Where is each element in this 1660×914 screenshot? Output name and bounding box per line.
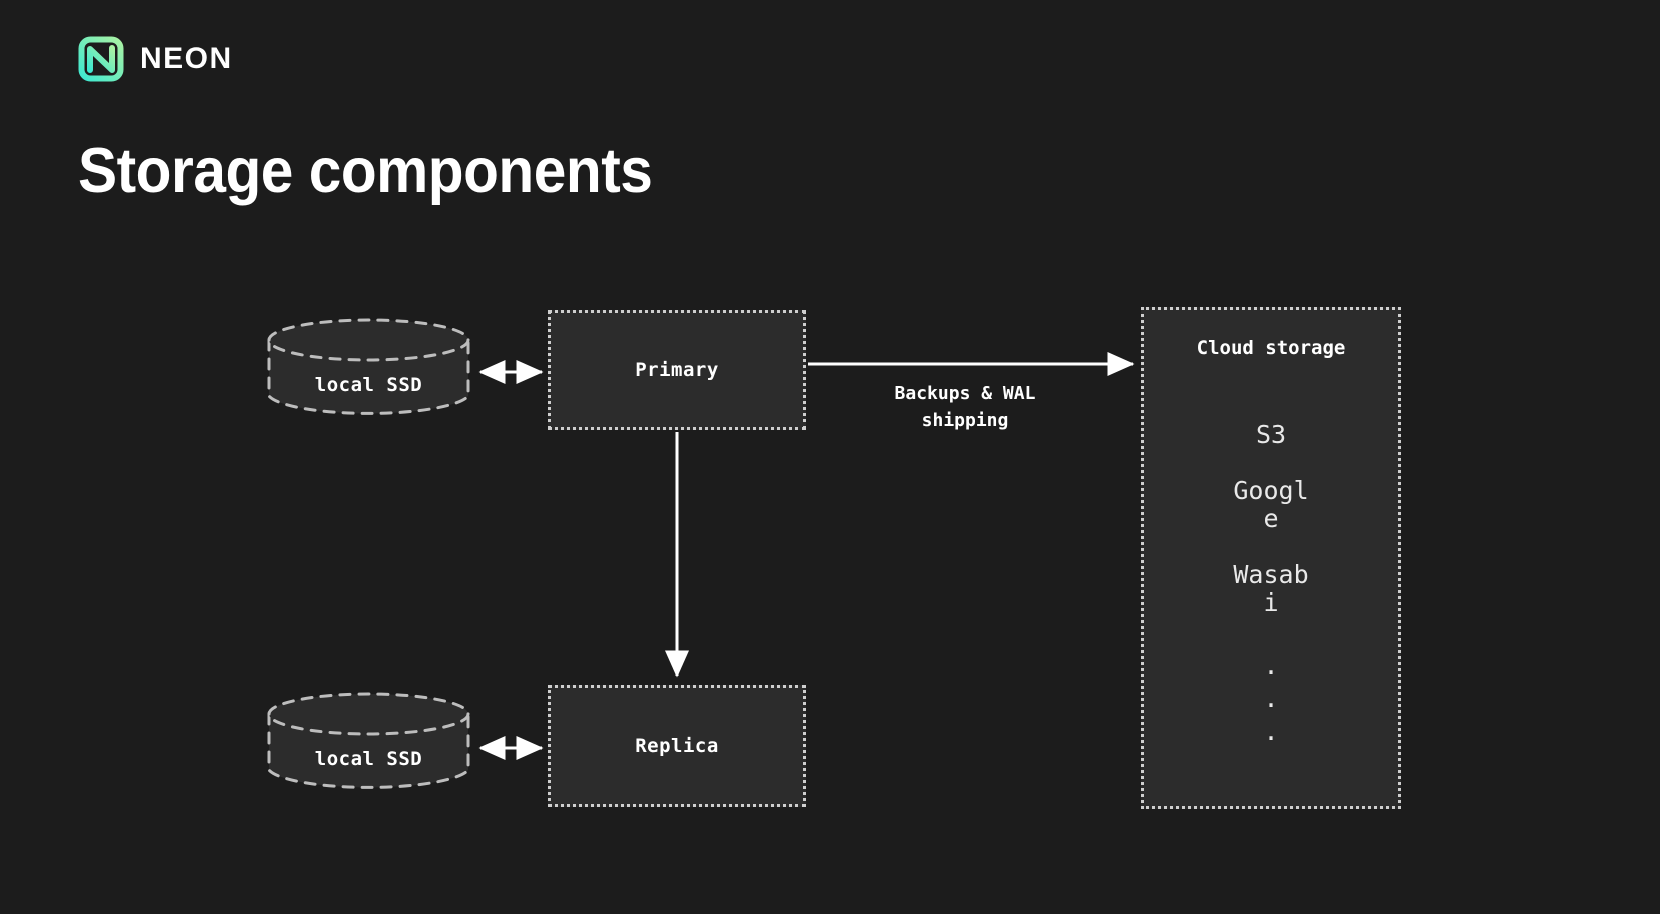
brand-wordmark: NEON (140, 42, 233, 75)
node-label: local SSD (314, 374, 423, 396)
node-label: Primary (635, 359, 719, 381)
node-primary[interactable]: Primary (548, 310, 806, 430)
node-local-ssd-primary[interactable]: local SSD (266, 318, 471, 418)
cylinder-shape (267, 692, 470, 789)
node-replica[interactable]: Replica (548, 685, 806, 807)
edge-label-backups-wal-shipping: Backups & WAL shipping (845, 380, 1085, 434)
ellipsis-marker: . . . (1144, 649, 1398, 748)
node-label: Cloud storage (1196, 337, 1346, 359)
page-title: Storage components (78, 136, 653, 206)
list-item: Wasabi (1233, 560, 1309, 617)
ellipsis-dot: . (1263, 717, 1279, 746)
cylinder-shape (267, 318, 470, 415)
ellipsis-dot: . (1263, 651, 1279, 680)
node-local-ssd-replica[interactable]: local SSD (266, 692, 471, 792)
cloud-provider-list: S3 Google Wasabi . . . (1144, 421, 1398, 748)
list-item: S3 (1255, 420, 1287, 449)
list-item: Google (1233, 476, 1309, 533)
node-label: Replica (635, 735, 719, 757)
brand-logo: NEON (78, 36, 233, 82)
neon-n-logo-icon (78, 36, 124, 82)
ellipsis-dot: . (1263, 684, 1279, 713)
edge-label-line-2: shipping (921, 410, 1009, 431)
edge-label-line-1: Backups & WAL (894, 383, 1036, 404)
node-label: local SSD (314, 748, 423, 770)
node-cloud-storage[interactable]: Cloud storage S3 Google Wasabi . . . (1141, 307, 1401, 809)
